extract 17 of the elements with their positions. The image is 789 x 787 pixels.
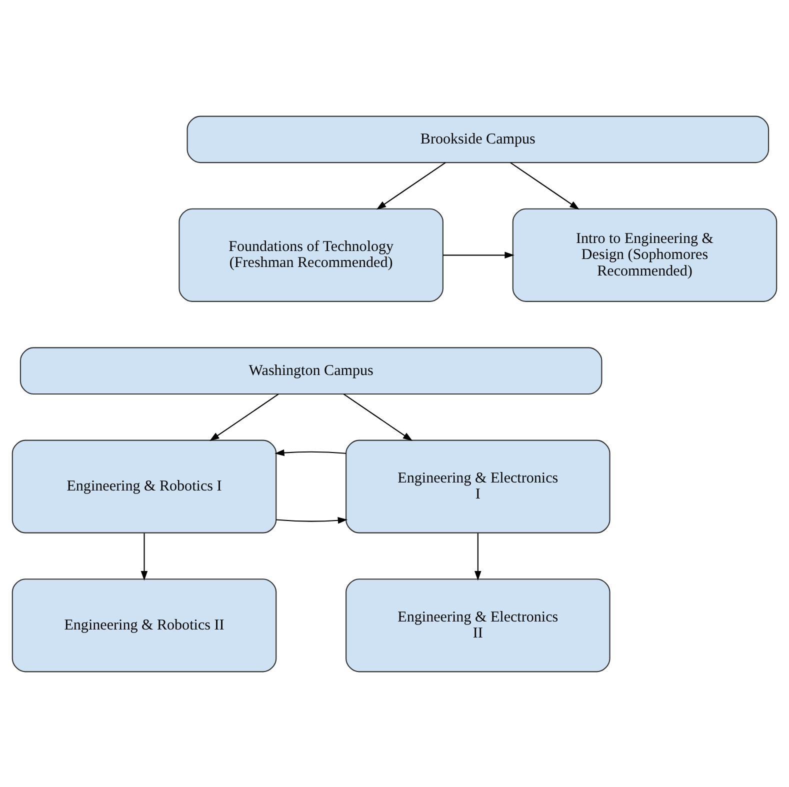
node-box: Engineering & Robotics I: [12, 439, 277, 533]
arrow: [343, 393, 413, 441]
arrow: [140, 532, 148, 580]
arrow: [276, 516, 348, 524]
node-box: Intro to Engineering & Design (Sophomores Recommended): [512, 208, 778, 302]
arrow: [376, 162, 446, 210]
arrow: [474, 532, 482, 580]
node-box: Washington Campus: [20, 346, 602, 394]
node-box: Engineering & Electronics I: [346, 439, 610, 533]
arrow: [274, 448, 346, 456]
arrow: [510, 162, 580, 210]
node-box: Brookside Campus: [186, 115, 770, 163]
node-box: Engineering & Robotics II: [12, 578, 277, 672]
node-box: Foundations of Technology (Freshman Recommended): [178, 208, 444, 302]
node-box: Engineering & Electronics II: [346, 578, 610, 672]
arrow: [210, 393, 279, 441]
arrow: [443, 251, 514, 258]
